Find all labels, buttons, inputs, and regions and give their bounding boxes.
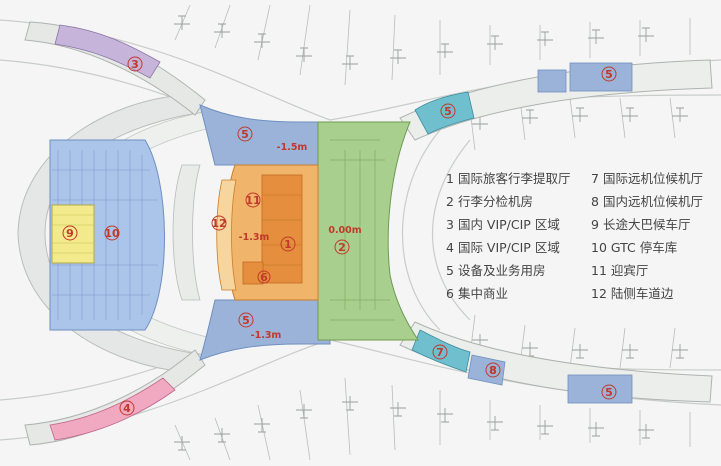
marker-label: 8 [489, 364, 497, 377]
legend-label: 长途大巴候车厅 [602, 217, 691, 232]
legend-label: 国际远机位候机厅 [602, 171, 703, 186]
legend-num: 6 [446, 286, 454, 301]
legend-num: 1 [446, 171, 454, 186]
marker-label: 6 [260, 271, 268, 284]
legend-item-8: 8 国内远机位候机厅 [591, 191, 703, 210]
legend-item-3: 3 国内 VIP/CIP 区域 [446, 214, 560, 233]
marker-label: 4 [123, 402, 131, 415]
legend-label: 陆侧车道边 [610, 286, 674, 301]
level-elevation-labels: -1.5m -1.3m -1.3m 0.00m [239, 142, 362, 341]
legend-num: 7 [591, 171, 599, 186]
area-markers [62, 56, 617, 416]
legend-item-6: 6 集中商业 [446, 283, 508, 302]
legend-label: 设备及业务用房 [457, 263, 546, 278]
bus-waiting-hall [51, 204, 95, 264]
legend-num: 12 [591, 286, 607, 301]
level-label: 0.00m [328, 225, 361, 236]
legend-item-5: 5 设备及业务用房 [446, 260, 545, 279]
marker-label: 2 [338, 241, 346, 254]
legend-item-7: 7 国际远机位候机厅 [591, 168, 703, 187]
marker-label: 10 [104, 227, 120, 240]
marker-label: 8 [489, 364, 497, 377]
finger-northwest [24, 21, 206, 116]
legend-num: 5 [446, 263, 454, 278]
legend-label: 国际 VIP/CIP 区域 [457, 240, 560, 255]
legend-item-12: 12 陆侧车道边 [591, 283, 673, 302]
terminal-core [172, 104, 419, 361]
legend-num: 8 [591, 194, 599, 209]
marker-label: 12 [211, 217, 226, 230]
legend-label: 国内 VIP/CIP 区域 [457, 217, 560, 232]
marker-label: 1 [284, 238, 292, 251]
marker-label: 5 [444, 105, 452, 118]
legend-item-9: 9 长途大巴候车厅 [591, 214, 690, 233]
level-label: -1.5m [277, 142, 308, 153]
marker-label: 9 [66, 227, 74, 240]
aircraft-icons [174, 15, 688, 451]
marker-label: 3 [131, 58, 139, 71]
legend-item-11: 11 迎宾厅 [591, 260, 648, 279]
legend-item-2: 2 行李分检机房 [446, 191, 533, 210]
legend-num: 9 [591, 217, 599, 232]
finger-southeast [399, 321, 713, 404]
legend-label: 国内远机位候机厅 [602, 194, 703, 209]
aircraft-stands [174, 4, 691, 461]
legend-label: 行李分检机房 [457, 194, 533, 209]
legend-item-10: 10 GTC 停车库 [591, 237, 677, 256]
marker-label: 5 [605, 386, 613, 399]
legend-label: GTC 停车库 [610, 240, 678, 255]
marker-label: 5 [605, 68, 613, 81]
legend-item-1: 1 国际旅客行李提取厅 [446, 168, 570, 187]
legend-label: 国际旅客行李提取厅 [457, 171, 571, 186]
legend-num: 11 [591, 263, 607, 278]
finger-northeast [399, 59, 713, 141]
legend-num: 3 [446, 217, 454, 232]
marker-label: 7 [436, 346, 444, 359]
marker-label: 5 [241, 128, 249, 141]
legend-label: 迎宾厅 [610, 263, 649, 278]
marker-label: 11 [245, 194, 260, 207]
legend-label: 集中商业 [457, 286, 508, 301]
marker-label: 5 [242, 314, 250, 327]
legend-num: 2 [446, 194, 454, 209]
level-label: -1.3m [239, 232, 270, 243]
legend-num: 4 [446, 240, 454, 255]
finger-southwest [24, 349, 206, 446]
legend-item-4: 4 国际 VIP/CIP 区域 [446, 237, 560, 256]
level-label: -1.3m [251, 330, 282, 341]
legend-num: 10 [591, 240, 607, 255]
